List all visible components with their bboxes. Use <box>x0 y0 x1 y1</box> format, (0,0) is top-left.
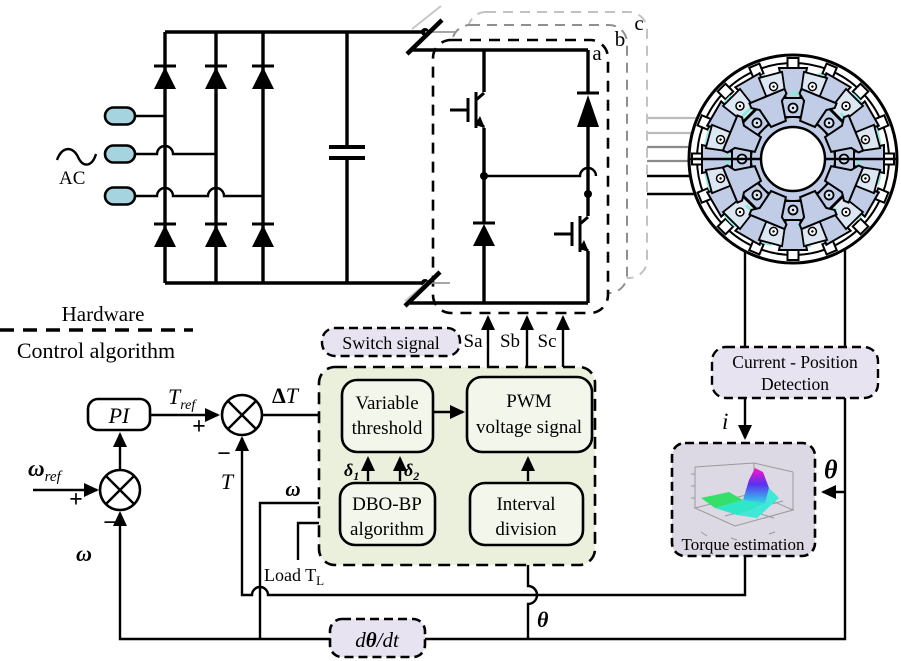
sb-label: Sb <box>500 331 520 352</box>
torque-feedback-label: T <box>221 469 235 494</box>
diode-icons <box>154 64 274 247</box>
control-algorithm-label: Control algorithm <box>17 338 175 363</box>
delta2-label: δ2 <box>404 460 419 483</box>
ac-terminal-icon <box>103 106 137 126</box>
dbo-bp-label: DBO-BP <box>352 494 422 515</box>
svg-text:algorithm: algorithm <box>350 519 424 540</box>
ac-source: AC <box>55 106 137 206</box>
section-divider: Hardware Control algorithm <box>0 302 193 363</box>
diode-upper-icon <box>577 91 599 127</box>
speed-summing-junction <box>98 468 142 512</box>
torque-surface-plot-icon <box>691 462 795 541</box>
theta-bottom-label: θ <box>537 607 549 632</box>
svg-text:voltage signal: voltage signal <box>476 417 582 438</box>
igbt-upper-icon <box>450 91 485 129</box>
pwm-block <box>465 375 594 454</box>
interval-division-label: Interval <box>496 494 555 515</box>
phase-c-label: c <box>634 11 643 35</box>
dtheta-dt-block <box>328 617 427 659</box>
torque-estimation-label: Torque estimation <box>682 535 805 554</box>
current-label: i <box>722 409 728 434</box>
current-position-block <box>710 345 880 400</box>
sine-wave-icon <box>55 147 98 166</box>
pi-label: PI <box>108 403 131 428</box>
power-converter: a b c <box>403 5 648 315</box>
svg-text:Detection: Detection <box>761 374 829 394</box>
current-position-label: Current - Position <box>732 352 858 372</box>
omega-input-label: ω <box>285 477 300 501</box>
hardware-label: Hardware <box>62 302 145 326</box>
srm-motor <box>687 53 899 265</box>
control-algorithm-group: Variable threshold PWM voltage signal DB… <box>317 365 597 567</box>
detection-estimation: Current - Position Detection i Torque es… <box>670 345 880 558</box>
dtheta-dt-label: dθ/dt <box>355 628 400 652</box>
ac-terminal-icon <box>103 186 137 206</box>
minus-sign: − <box>103 510 117 536</box>
rectifier-bridge: AC <box>55 30 425 285</box>
load-tl-label: Load TL <box>264 565 324 588</box>
svg-text:division: division <box>495 519 557 540</box>
delta-t-label: ΔT <box>272 383 300 408</box>
plus-sign: + <box>69 487 83 513</box>
phase-a-label: a <box>592 41 602 65</box>
variable-threshold-block <box>340 378 435 454</box>
torque-summing-junction <box>220 393 264 437</box>
speed-torque-loop: PI ωref + − ω Tref + ΔT − T ω Load TL <box>28 383 324 588</box>
dbo-bp-block <box>338 481 437 547</box>
signal-lines <box>33 250 847 641</box>
ac-label: AC <box>59 168 85 189</box>
svg-text:threshold: threshold <box>352 418 423 439</box>
plus-sign: + <box>192 414 206 440</box>
motor-shaft-hole <box>759 125 827 193</box>
sa-label: Sa <box>464 331 484 352</box>
dc-link-capacitor-icon <box>329 32 365 283</box>
theta-right-label: θ <box>824 455 838 484</box>
delta1-label: δ1 <box>344 460 359 483</box>
switch-signal-label: Switch signal <box>342 333 440 353</box>
igbt-lower-icon <box>554 215 589 253</box>
switch-signal-box <box>320 326 462 358</box>
sc-label: Sc <box>538 331 557 352</box>
break-slash-icon <box>403 270 442 308</box>
pi-block <box>86 397 152 432</box>
diode-lower-icon <box>473 221 495 246</box>
interval-division-block <box>468 481 585 547</box>
t-ref-label: Tref <box>168 384 197 413</box>
omega-ref-label: ωref <box>28 456 63 485</box>
variable-threshold-label: Variable <box>355 393 418 414</box>
phase-b-label: b <box>615 27 626 51</box>
minus-sign: − <box>217 441 231 467</box>
ac-terminal-icon <box>103 144 137 164</box>
pwm-label: PWM <box>506 391 552 412</box>
omega-feedback-label: ω <box>76 541 92 566</box>
